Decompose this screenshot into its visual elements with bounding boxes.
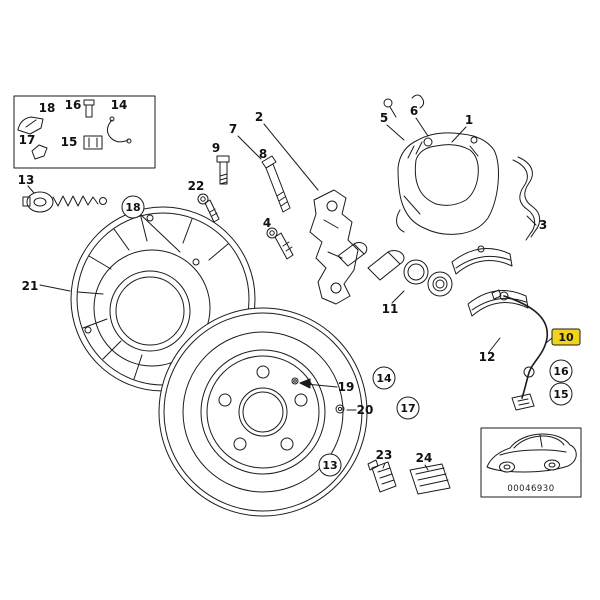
callout-16[interactable]: 16 (553, 365, 569, 378)
retaining-spring (512, 156, 541, 241)
hardware-kit-box (13, 95, 156, 169)
callout-19[interactable]: 19 (338, 380, 355, 394)
callout-kit-15[interactable]: 15 (61, 135, 78, 149)
callout-1[interactable]: 1 (465, 113, 473, 127)
clip-18-icon (17, 116, 44, 135)
callout-kit-17[interactable]: 17 (19, 133, 36, 147)
callout-23[interactable]: 23 (376, 448, 393, 462)
callout-circle-16[interactable] (549, 359, 573, 383)
callout-22[interactable]: 22 (188, 179, 205, 193)
callout-17[interactable]: 17 (400, 402, 415, 415)
callout-15[interactable]: 15 (553, 388, 568, 401)
spring-clip-14-end2 (126, 138, 132, 144)
bolt-5-icon (383, 98, 397, 118)
callout-kit-14[interactable]: 14 (111, 98, 128, 112)
clip-15-detail (88, 137, 98, 148)
callout-circle-13[interactable] (318, 453, 342, 477)
clip-15-icon (83, 135, 103, 150)
callout-9[interactable]: 9 (212, 141, 220, 155)
callout-12[interactable]: 12 (479, 350, 496, 364)
clip-17-icon (31, 144, 48, 160)
clip-6-icon (411, 94, 425, 109)
brake-pads (451, 245, 529, 317)
callout-5[interactable]: 5 (380, 111, 388, 125)
callout-3[interactable]: 3 (539, 218, 547, 232)
image-code: 00046930 (507, 484, 554, 494)
callout-kit-16[interactable]: 16 (65, 98, 82, 112)
callout-4[interactable]: 4 (263, 216, 271, 230)
wear-sensor-wire (499, 291, 548, 411)
carrier-bracket (309, 189, 359, 305)
callout-18[interactable]: 18 (125, 201, 140, 214)
callout-kit-18[interactable]: 18 (39, 101, 56, 115)
callout-circle-18[interactable] (121, 195, 145, 219)
bolt-4 (266, 227, 294, 260)
leader-lines (39, 117, 553, 471)
wear-indicator-part (22, 185, 107, 213)
piston-and-seals (337, 242, 453, 297)
callout-11[interactable]: 11 (382, 302, 399, 316)
callout-circle-14[interactable] (372, 366, 396, 390)
callout-20[interactable]: 20 (357, 403, 374, 417)
callout-8[interactable]: 8 (259, 147, 267, 161)
spring-clip-14-icon (106, 119, 129, 143)
callout-13[interactable]: 13 (322, 459, 337, 472)
callout-circle-15[interactable] (549, 382, 573, 406)
brake-disc (158, 307, 368, 517)
guide-pin-9 (216, 155, 230, 185)
grease-tube (367, 459, 397, 493)
brake-caliper (396, 132, 499, 235)
callout-10[interactable]: 10 (558, 331, 574, 344)
guide-pin-8 (261, 155, 291, 213)
callout-13-top[interactable]: 13 (18, 173, 35, 187)
spring-clip-14-end (109, 116, 115, 122)
callout-21[interactable]: 21 (22, 279, 39, 293)
callout-24[interactable]: 24 (416, 451, 433, 465)
set-screw-20-icon (335, 404, 345, 414)
bolt-22 (197, 193, 220, 223)
bushing-16-icon-body (85, 104, 93, 118)
car-outline (486, 433, 577, 473)
vehicle-thumbnail: 00046930 (480, 427, 582, 498)
callout-7[interactable]: 7 (229, 122, 237, 136)
callout-2[interactable]: 2 (255, 110, 263, 124)
callout-10-highlight[interactable] (551, 328, 581, 346)
abrasive-sheet (409, 463, 451, 495)
bushing-16-icon (83, 99, 95, 106)
callout-14[interactable]: 14 (376, 372, 392, 385)
callout-labels: 18 16 14 17 15 13 21 18 22 9 7 2 8 4 5 6… (18, 98, 581, 477)
callout-6[interactable]: 6 (410, 104, 418, 118)
arrow-head-19 (299, 378, 311, 389)
callout-circle-17[interactable] (396, 396, 420, 420)
